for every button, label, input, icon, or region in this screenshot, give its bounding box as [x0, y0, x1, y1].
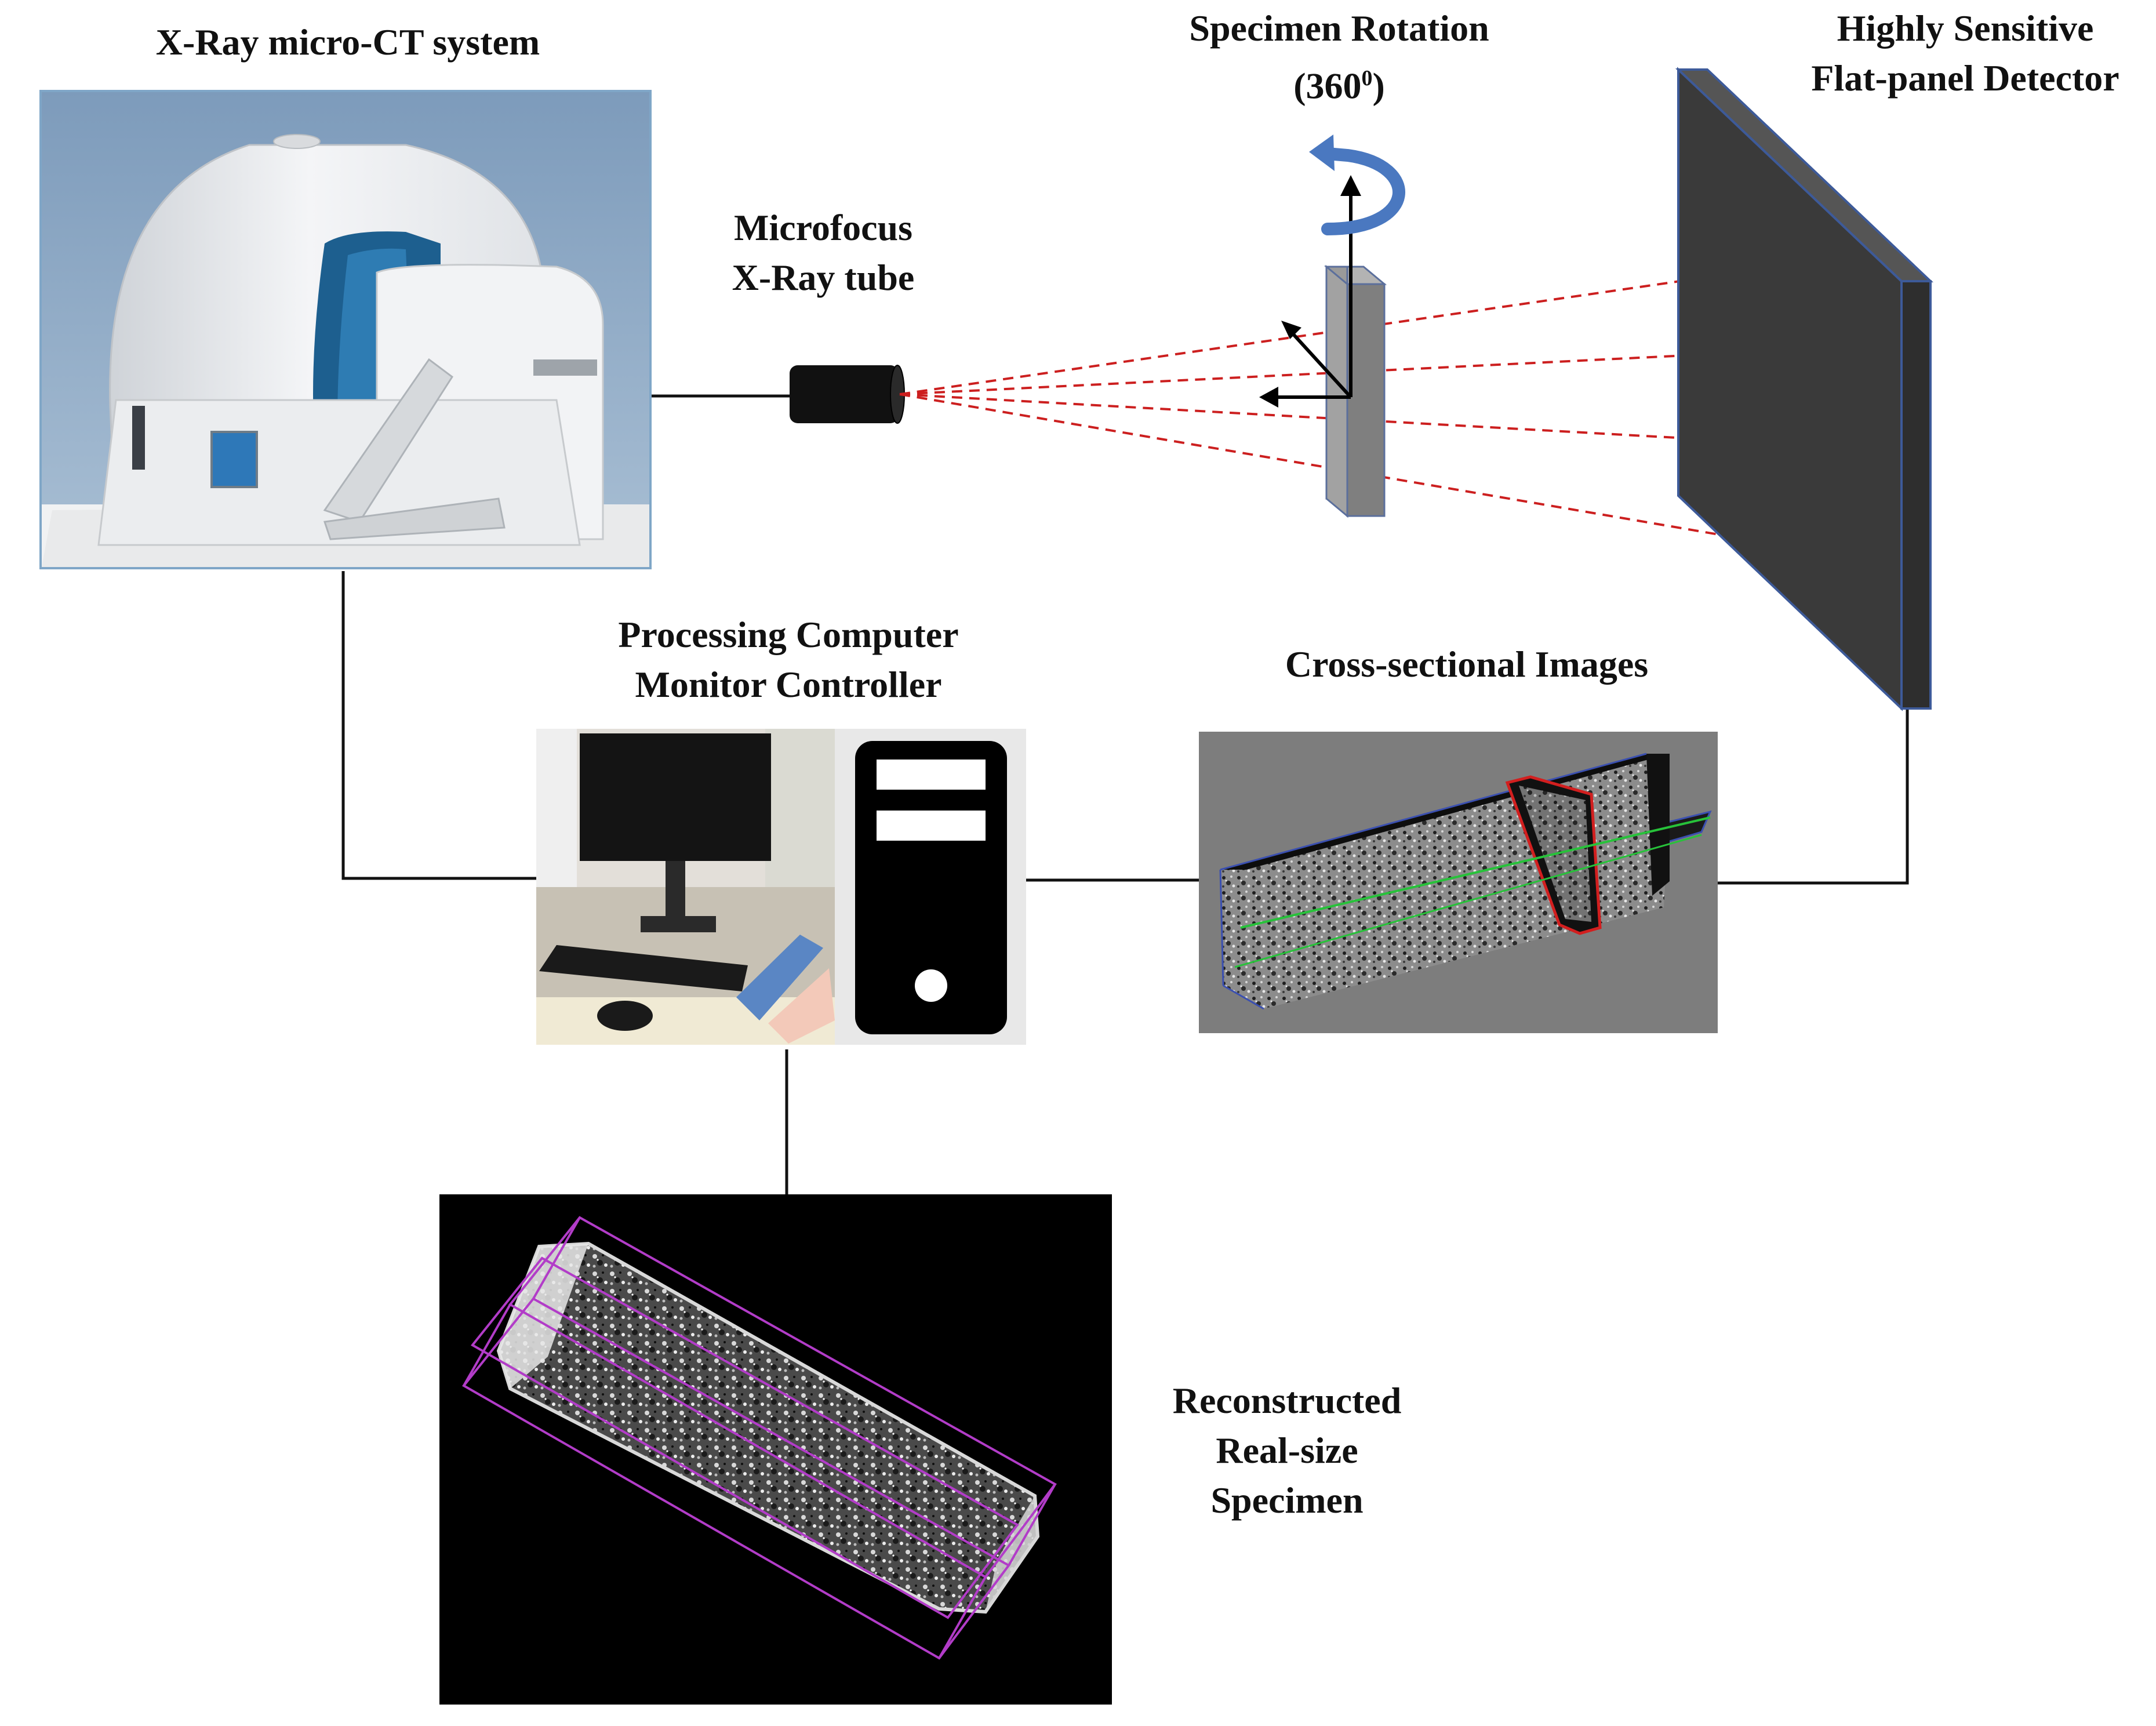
label-microfocus-tube: Microfocus X-Ray tube: [732, 207, 915, 298]
connector-scan-to-detector: [1718, 708, 1909, 885]
specimen-rotation-assembly: [1259, 135, 1405, 518]
label-processing-computer: Processing Computer Monitor Controller: [618, 614, 959, 705]
label-flat-panel-detector: Highly Sensitive Flat-panel Detector: [1811, 8, 2119, 99]
label-cross-sectional-images: Cross-sectional Images: [1285, 644, 1649, 685]
label-reconstructed-specimen: Reconstructed Real-size Specimen: [1172, 1380, 1402, 1521]
label-xray-system: X-Ray micro-CT system: [155, 21, 540, 63]
connector-lines: [341, 394, 1909, 1230]
computer-tower-icon: [835, 729, 1026, 1045]
computer-photo: [536, 729, 835, 1045]
flat-panel-detector: [1675, 67, 1934, 711]
xray-system-photo: [39, 90, 652, 569]
label-specimen-rotation: Specimen Rotation (3600): [1119, 3, 1559, 111]
cross-sectional-image: [1199, 732, 1718, 1033]
rotation-arrow-icon: [1321, 147, 1405, 235]
xray-tube: [790, 365, 905, 424]
reconstructed-specimen-image: [439, 1194, 1112, 1705]
rotation-angle: (3600): [1293, 65, 1385, 107]
connector-system-to-computer: [341, 571, 536, 880]
